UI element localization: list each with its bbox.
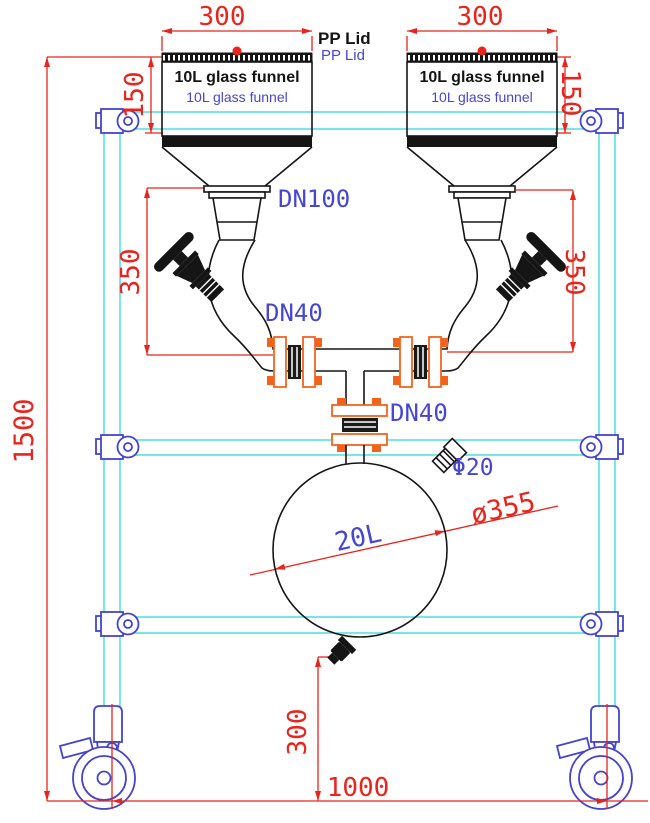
pp-lid-label-blue: PP Lid (321, 47, 365, 64)
right-stopcock-valve (495, 232, 566, 303)
left-funnel-label-black: 10L glass funnel (174, 69, 299, 86)
dim-funnel-drop-right: 350 (559, 249, 589, 296)
frame-right-leg (598, 110, 616, 706)
clamp-fitting-lower-left (95, 611, 140, 637)
dim-funnel-drop-left: 350 (116, 249, 146, 296)
frame-lower-crossbar (122, 616, 598, 634)
flask-diameter-line (249, 505, 559, 576)
dim-wheelbase-width: 1000 (327, 773, 390, 803)
left-lid-knob (232, 46, 242, 56)
dim-overall-height: 1500 (9, 398, 40, 463)
dn100-flange-left (203, 185, 271, 199)
dim-funnel-height-left: 150 (120, 72, 150, 119)
clamp-fitting-lower-right (579, 611, 624, 637)
right-funnel-label-black: 10L glass funnel (419, 69, 544, 86)
clamp-fitting-middle-right (579, 434, 624, 460)
support-frame (95, 108, 624, 706)
flask-body (272, 462, 448, 638)
clamp-fitting-top-left (95, 108, 140, 134)
dn100-label: DN100 (278, 185, 350, 213)
right-lid-knob (477, 46, 487, 56)
text-annotations: 300 300 150 150 350 350 1500 1000 300 ø3… (9, 2, 589, 803)
dimension-lines (44, 28, 648, 809)
drain-valve (327, 635, 357, 665)
dn100-flange-right (448, 185, 516, 199)
dim-funnel-height-right: 150 (555, 70, 585, 117)
reactor-flask (272, 437, 468, 665)
dn40-lower-label: DN40 (390, 399, 448, 427)
dim-drain-height: 300 (283, 709, 313, 756)
clamp-fitting-middle-left (95, 434, 140, 460)
left-funnel-band (162, 136, 312, 147)
left-funnel-label-blue: 10L glass funnel (186, 89, 287, 105)
dn40-upper-label: DN40 (265, 299, 323, 327)
frame-left-leg (103, 110, 121, 706)
dn40-flange-left (267, 336, 322, 388)
left-stopcock-valve (154, 232, 225, 303)
right-funnel-band (407, 136, 557, 147)
right-funnel-label-blue: 10L glass funnel (431, 89, 532, 105)
clamp-fitting-top-right (579, 108, 624, 134)
side-port-label: Φ20 (452, 455, 494, 481)
side-port (431, 437, 468, 474)
right-funnel (406, 46, 558, 372)
frame-top-crossbar (122, 111, 598, 130)
dim-funnel-width-right: 300 (457, 2, 504, 32)
right-caster (555, 705, 633, 810)
right-funnel-neck (457, 197, 507, 241)
left-funnel-neck (212, 197, 262, 241)
dim-funnel-width-left: 300 (199, 2, 246, 32)
pp-lid-label-black: PP Lid (318, 29, 371, 48)
dn40-flange-bottom (331, 398, 388, 452)
dn40-flange-right (393, 336, 448, 388)
